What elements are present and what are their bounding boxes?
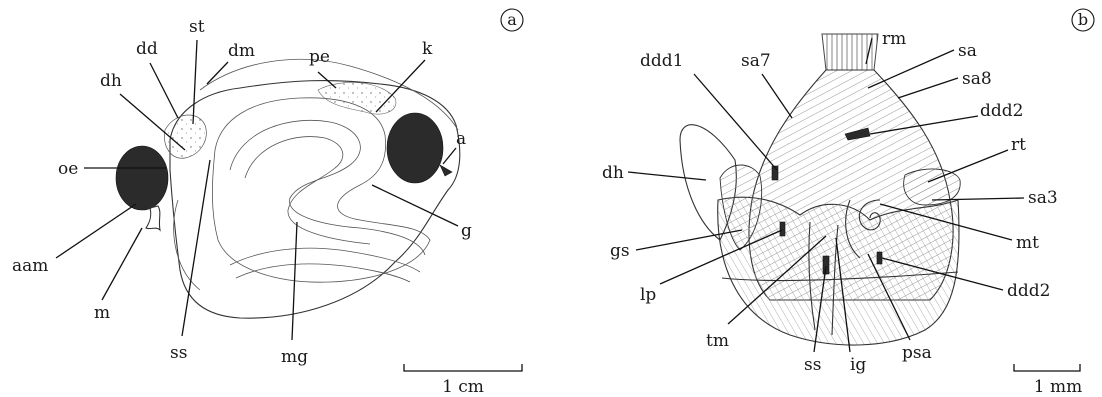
panel-b-label-rm: rm <box>882 29 906 49</box>
panel-b-label-psa: psa <box>902 343 932 363</box>
panel-b-label-mt: mt <box>1016 233 1039 253</box>
panel-b-leader-sa8 <box>898 78 958 98</box>
panel-a-letter: a <box>507 10 517 29</box>
panel-a-mouth-appendage <box>146 206 160 230</box>
panel-b-scale-bar <box>1014 364 1080 371</box>
panel-a-label-dm: dm <box>228 41 255 61</box>
panel-a-leader-g <box>372 185 458 226</box>
panel-b-leader-dh <box>628 172 706 180</box>
panel-b-label-ddd1: ddd1 <box>640 51 683 71</box>
panel-b-leader-sa7 <box>762 74 792 118</box>
panel-a-leader-k <box>376 60 425 112</box>
panel-a-dark-organ-posterior <box>387 113 443 183</box>
panel-b-label-ddd2-top: ddd2 <box>980 101 1023 121</box>
panel-b-leader-ddd1 <box>694 74 777 170</box>
panel-b-label-sa: sa <box>958 41 977 61</box>
panel-a-leader-dm <box>207 62 228 84</box>
panel-b-label-dh: dh <box>602 163 624 183</box>
panel-a-dark-organ-anterior <box>116 146 168 210</box>
panel-b-leader-sa <box>868 50 954 88</box>
panel-b-label-sa3: sa3 <box>1028 188 1058 208</box>
panel-a-anus <box>440 165 452 176</box>
panel-a-gut-loop-4 <box>236 264 410 282</box>
panel-a-label-k: k <box>422 39 433 59</box>
panel-a-label-dh: dh <box>100 71 122 91</box>
panel-a-label-m: m <box>94 303 110 323</box>
panel-b-letter: b <box>1078 10 1088 29</box>
panel-a-label-st: st <box>189 17 205 37</box>
panel-a-gut-loop-3 <box>230 248 420 272</box>
panel-a-label-a: a <box>456 129 466 149</box>
panel-a-leader-st <box>193 40 197 124</box>
panel-b-label-sa7: sa7 <box>741 51 771 71</box>
panel-a-leader-dd <box>150 63 178 118</box>
panel-a-label-dd: dd <box>136 39 158 59</box>
panel-a-kidney <box>318 82 396 114</box>
panel-a-label-aam: aam <box>12 256 48 276</box>
panel-a-leader-aam <box>56 204 136 258</box>
panel-b-label-rt: rt <box>1011 135 1026 155</box>
panel-b-label-tm: tm <box>706 331 729 351</box>
panel-b-scale-label: 1 mm <box>1034 377 1082 397</box>
panel-a-leader-a <box>443 148 456 164</box>
panel-b-retractor-neck <box>822 34 878 70</box>
panel-b-mark-ss <box>823 256 829 274</box>
panel-b-label-ss: ss <box>804 355 821 375</box>
panel-b-label-ddd2-bottom: ddd2 <box>1007 281 1050 301</box>
panel-a-label-oe: oe <box>58 159 78 179</box>
panel-a-label-pe: pe <box>309 47 330 67</box>
panel-b: b <box>602 9 1094 397</box>
panel-a-leader-m <box>102 228 142 300</box>
panel-a-label-g: g <box>461 221 472 241</box>
panel-a-label-ss: ss <box>170 343 187 363</box>
panel-b-label-sa8: sa8 <box>962 69 992 89</box>
panel-b-mark-lp <box>780 222 785 236</box>
panel-b-mark-ddd2-bottom <box>877 252 882 264</box>
panel-b-label-gs: gs <box>610 241 630 261</box>
panel-a-dh-region <box>164 115 206 158</box>
panel-a-scale-bar <box>404 364 522 371</box>
panel-b-label-ig: ig <box>850 355 866 375</box>
panel-b-label-lp: lp <box>640 285 656 305</box>
panel-a-label-mg: mg <box>281 347 308 367</box>
panel-a: a <box>12 9 523 397</box>
panel-a-scale-label: 1 cm <box>442 377 484 397</box>
